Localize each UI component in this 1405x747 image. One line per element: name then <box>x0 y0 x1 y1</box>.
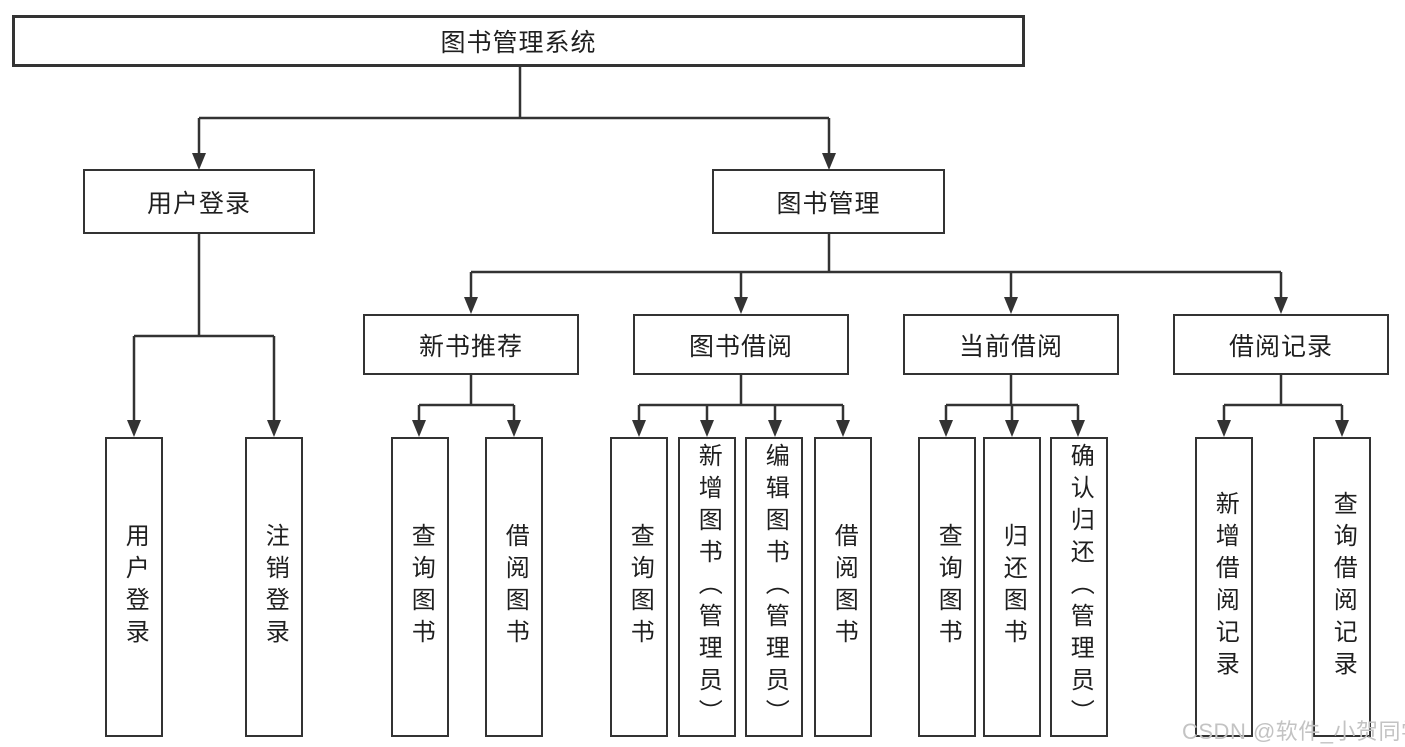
connector-user-login-to-leaves <box>127 234 281 437</box>
leaf-query-books-borrow-label: 查询图书 <box>626 523 654 651</box>
leaf-query-books-recommend-label: 查询图书 <box>407 523 435 651</box>
leaf-borrow-books: 借阅图书 <box>814 437 872 737</box>
node-book-management-label: 图书管理 <box>776 189 881 218</box>
connector-borrow-records-to-leaves <box>1217 375 1349 437</box>
leaf-logout-label: 注销登录 <box>261 523 289 651</box>
leaf-add-borrow-record-label: 新增借阅记录 <box>1211 491 1239 683</box>
node-user-login-label: 用户登录 <box>146 189 251 218</box>
leaf-query-books-recommend: 查询图书 <box>391 437 449 737</box>
node-book-borrow-label: 图书借阅 <box>688 332 793 361</box>
leaf-add-borrow-record: 新增借阅记录 <box>1195 437 1253 737</box>
leaf-return-books: 归还图书 <box>983 437 1041 737</box>
leaf-query-books-borrow: 查询图书 <box>610 437 668 737</box>
node-new-book-recommend: 新书推荐 <box>363 314 579 375</box>
connector-current-borrow-to-leaves <box>939 375 1085 437</box>
leaf-confirm-return-admin-label: 确认归还（管理员） <box>1066 443 1094 731</box>
leaf-user-login: 用户登录 <box>105 437 163 737</box>
node-library-management-system: 图书管理系统 <box>12 15 1025 67</box>
leaf-borrow-books-label: 借阅图书 <box>830 523 858 651</box>
node-book-borrow: 图书借阅 <box>633 314 849 375</box>
leaf-add-books-admin: 新增图书（管理员） <box>678 437 736 737</box>
leaf-edit-books-admin: 编辑图书（管理员） <box>745 437 803 737</box>
leaf-borrow-books-recommend-label: 借阅图书 <box>501 523 529 651</box>
node-borrow-records: 借阅记录 <box>1173 314 1389 375</box>
leaf-user-login-label: 用户登录 <box>121 523 149 651</box>
leaf-confirm-return-admin: 确认归还（管理员） <box>1050 437 1108 737</box>
node-user-login: 用户登录 <box>83 169 315 234</box>
node-library-management-system-label: 图书管理系统 <box>440 29 597 57</box>
node-book-management: 图书管理 <box>712 169 945 234</box>
connector-root-to-level2 <box>192 67 836 170</box>
node-current-borrow: 当前借阅 <box>903 314 1119 375</box>
leaf-query-books-current: 查询图书 <box>918 437 976 737</box>
connector-book-borrow-to-leaves <box>632 375 850 437</box>
node-borrow-records-label: 借阅记录 <box>1228 332 1333 361</box>
leaf-return-books-label: 归还图书 <box>999 523 1027 651</box>
leaf-add-books-admin-label: 新增图书（管理员） <box>694 443 722 731</box>
leaf-borrow-books-recommend: 借阅图书 <box>485 437 543 737</box>
leaf-query-borrow-record: 查询借阅记录 <box>1313 437 1371 737</box>
leaf-query-books-current-label: 查询图书 <box>934 523 962 651</box>
connector-new-book-recommend-to-leaves <box>412 375 521 437</box>
leaf-query-borrow-record-label: 查询借阅记录 <box>1329 491 1357 683</box>
connector-book-management-to-level3 <box>464 234 1288 314</box>
node-new-book-recommend-label: 新书推荐 <box>418 332 523 361</box>
node-current-borrow-label: 当前借阅 <box>958 332 1063 361</box>
leaf-edit-books-admin-label: 编辑图书（管理员） <box>761 443 789 731</box>
leaf-logout: 注销登录 <box>245 437 303 737</box>
csdn-watermark: CSDN @软件_小贺同学 <box>1182 719 1405 744</box>
